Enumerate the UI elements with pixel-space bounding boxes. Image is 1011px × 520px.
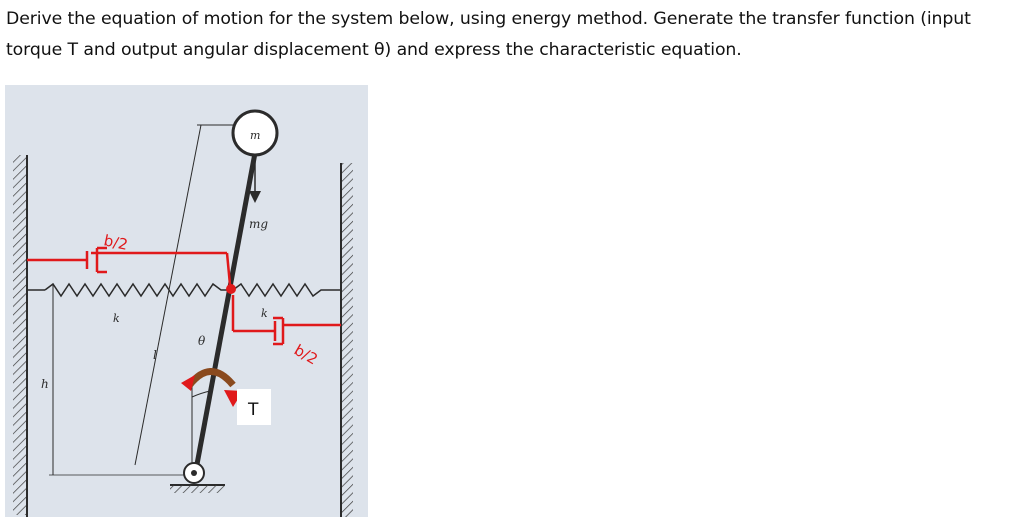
weight-label: mg: [249, 217, 268, 231]
damper-left-label: b/2: [102, 231, 129, 254]
photo-background: [5, 85, 368, 517]
torque-label-box: [237, 389, 271, 425]
left-wall: [13, 155, 28, 517]
height-dimension: [49, 285, 190, 476]
problem-line-2: torque T and output angular displacement…: [6, 40, 742, 60]
mass-label: m: [250, 129, 260, 142]
spring-right: [232, 282, 341, 298]
problem-statement: Derive the equation of motion for the sy…: [6, 4, 1006, 66]
spring-right-label: k: [261, 307, 268, 320]
spring-left: [27, 282, 229, 298]
torque-label: T: [247, 400, 259, 420]
pendulum-diagram: m mg k k θ l h T b/2 b/2: [5, 85, 368, 517]
spring-left-label: k: [113, 312, 120, 325]
problem-line-1: Derive the equation of motion for the sy…: [6, 9, 971, 29]
pendulum-rod: [192, 152, 258, 476]
length-dimension: [134, 124, 233, 466]
length-label: l: [153, 348, 157, 362]
pendulum-figure: m mg k k θ l h T b/2 b/2: [5, 85, 368, 517]
attachment-point: [226, 284, 236, 294]
angle-label: θ: [198, 334, 206, 348]
ground: [170, 484, 225, 493]
damper-left: [27, 246, 232, 286]
height-label: h: [41, 377, 49, 391]
right-wall: [340, 163, 353, 517]
pivot: [183, 462, 205, 484]
damper-right: [231, 295, 341, 346]
